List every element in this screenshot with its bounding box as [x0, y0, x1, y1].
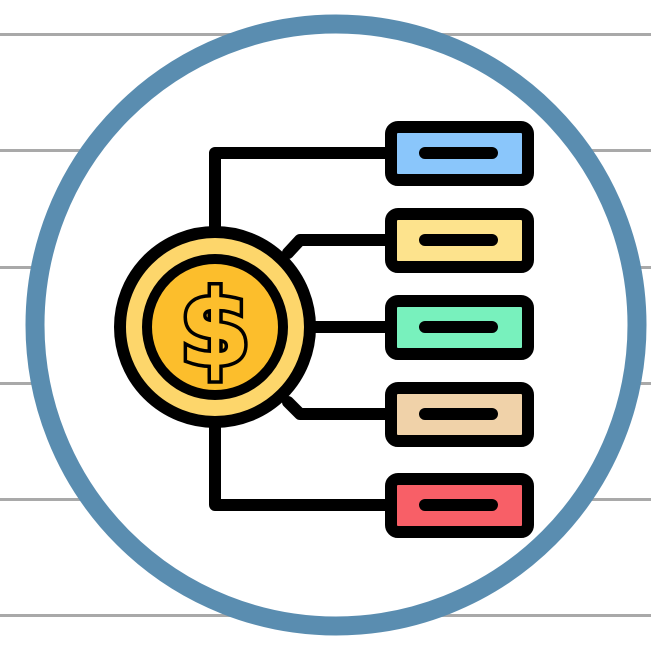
tan-bar: [385, 382, 534, 447]
connector-lines: [209, 147, 399, 511]
dollar-sign: $: [179, 268, 251, 390]
bars: [385, 121, 534, 538]
red-bar: [385, 473, 534, 538]
green-bar: [385, 295, 534, 360]
blue-bar: [385, 121, 534, 186]
yellow-bar: [385, 208, 534, 273]
coin-icon: $: [114, 226, 316, 428]
